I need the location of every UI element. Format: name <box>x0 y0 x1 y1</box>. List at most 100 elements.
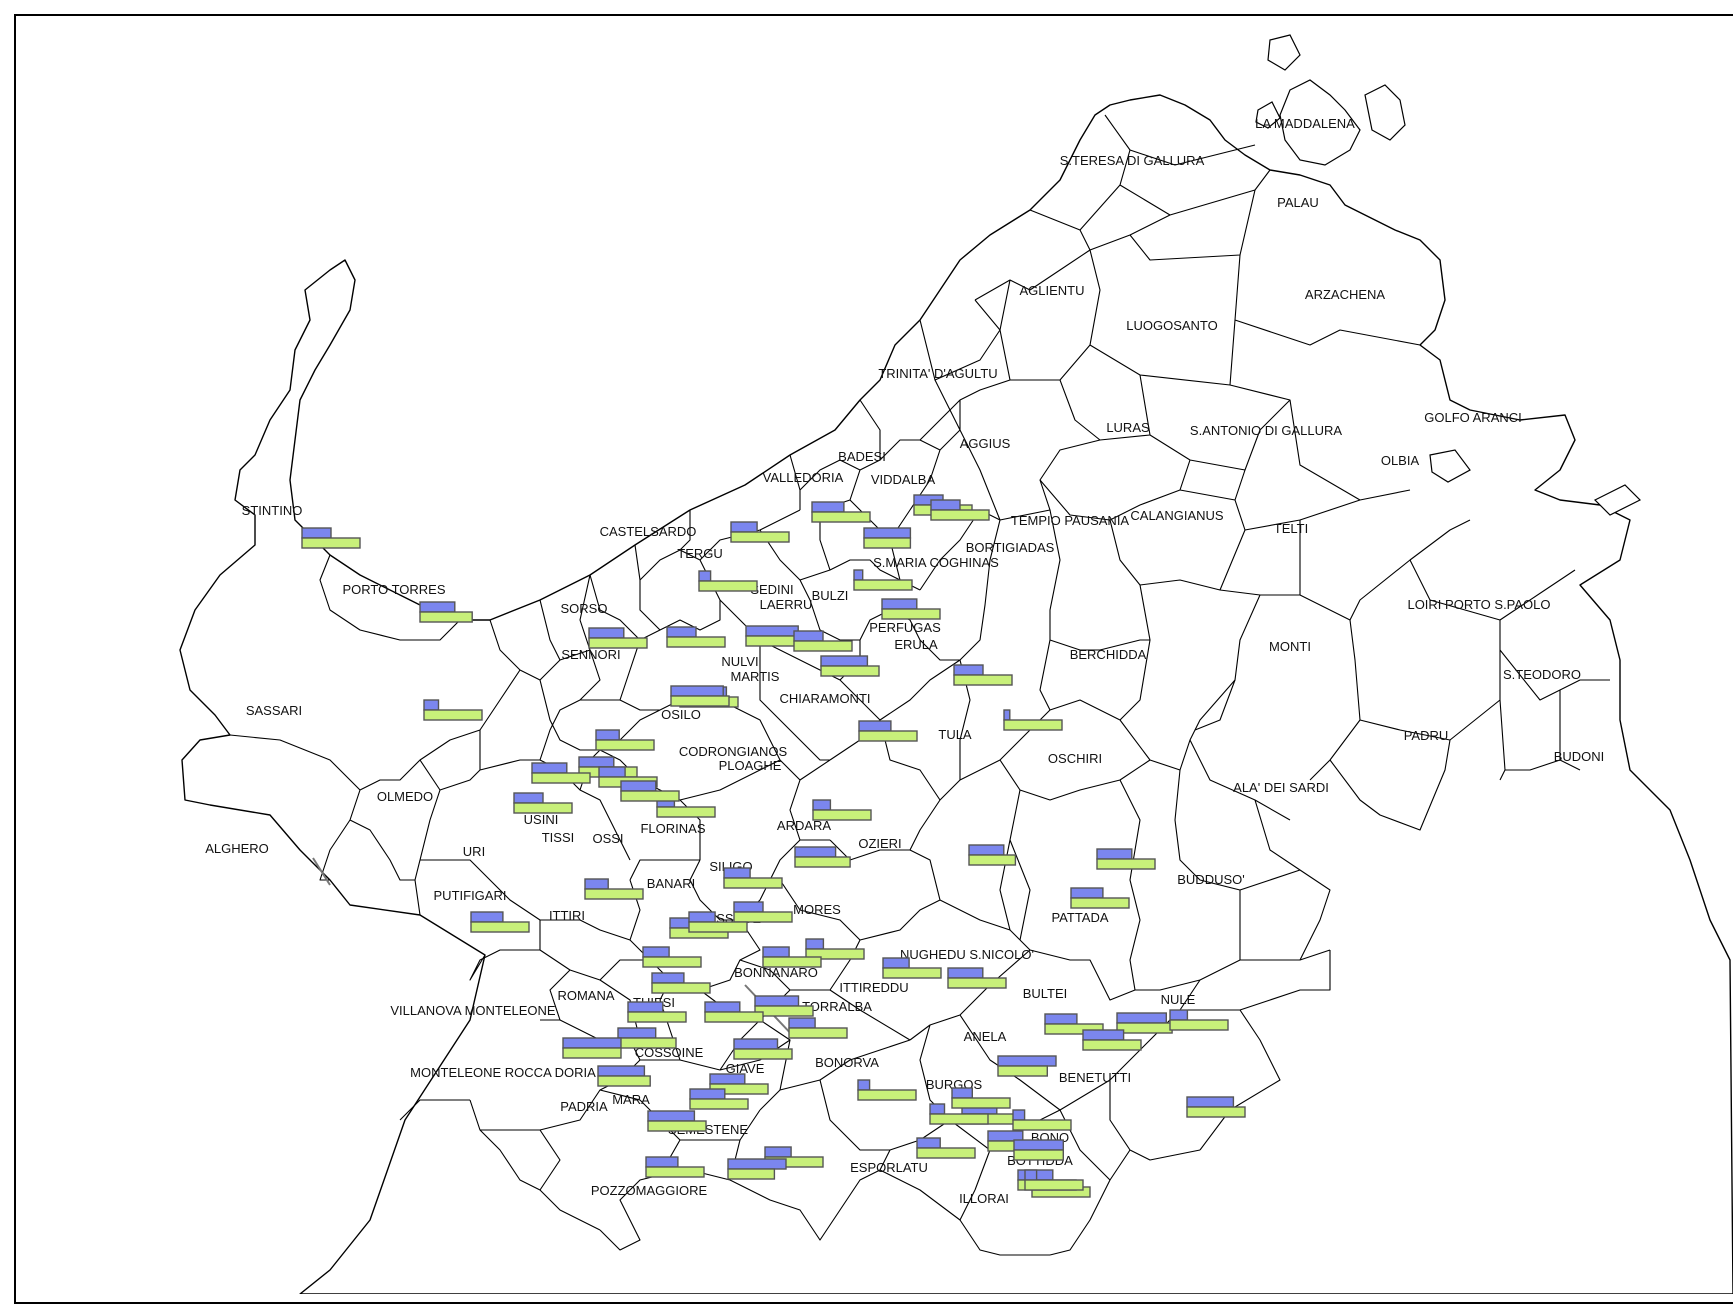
label-viddalba: VIDDALBA <box>871 472 936 487</box>
bar-symbol <box>627 1001 687 1023</box>
bar-symbol <box>882 957 942 979</box>
bar-symbol <box>704 1001 764 1023</box>
label-nule: NULE <box>1161 992 1196 1007</box>
label-sorso: SORSO <box>561 601 608 616</box>
bar-symbol <box>419 601 473 623</box>
bar-symbol <box>754 995 814 1017</box>
label-la-maddalena: LA MADDALENA <box>1255 116 1355 131</box>
island-caprera <box>1364 84 1406 141</box>
label-tissi: TISSI <box>542 830 575 845</box>
bar-series-a <box>688 911 716 923</box>
bar-series-a <box>704 1001 741 1013</box>
bar-symbol <box>620 780 680 802</box>
bar-symbol <box>1070 887 1130 909</box>
bar-series-a <box>1044 1013 1078 1025</box>
bar-symbol <box>730 521 790 543</box>
bar-series-a <box>1096 848 1133 860</box>
bar-series-a <box>811 501 845 513</box>
label-bultei: BULTEI <box>1023 986 1068 1001</box>
bar-series-b <box>916 1147 976 1159</box>
bar-symbol <box>642 946 702 968</box>
bar-series-b <box>645 1166 705 1178</box>
label-martis: MARTIS <box>731 669 780 684</box>
bar-series-a <box>647 1110 696 1122</box>
bar-series-a <box>788 1017 816 1029</box>
bar-series-b <box>597 1075 651 1087</box>
label-nulvi: NULVI <box>721 654 758 669</box>
bar-series-a <box>857 1079 871 1091</box>
bar-series-a <box>858 720 892 732</box>
label-villanova-monteleone: VILLANOVA MONTELEONE <box>390 1003 556 1018</box>
bar-series-b <box>1186 1106 1246 1118</box>
bar-series-b <box>595 739 655 751</box>
bar-series-a <box>595 729 620 741</box>
bar-symbol <box>812 799 872 821</box>
bar-series-b <box>788 1027 848 1039</box>
label-ittiri: ITTIRI <box>549 908 585 923</box>
bar-symbol <box>1003 709 1063 731</box>
label-olbia: OLBIA <box>1381 453 1420 468</box>
bar-symbol <box>1012 1109 1072 1131</box>
bar-series-a <box>588 627 625 639</box>
bar-series-b <box>688 921 748 933</box>
bar-symbol <box>1116 1012 1173 1034</box>
bar-series-a <box>882 957 910 969</box>
bar-series-b <box>1012 1119 1072 1131</box>
label-ossi: OSSI <box>592 831 623 846</box>
label-s-antonio-di-gallura: S.ANTONIO DI GALLURA <box>1190 423 1343 438</box>
bar-series-b <box>1082 1039 1142 1051</box>
bar-symbol <box>301 527 361 549</box>
bar-series-b <box>584 888 644 900</box>
bar-series-b <box>1003 719 1063 731</box>
label-chiaramonti: CHIARAMONTI <box>780 691 871 706</box>
bar-symbol <box>689 1088 749 1110</box>
label-s-teodoro: S.TEODORO <box>1503 667 1581 682</box>
bar-series-a <box>627 1001 664 1013</box>
bar-series-b <box>997 1065 1048 1077</box>
bar-series-b <box>1169 1019 1229 1031</box>
bar-series-a <box>853 569 864 581</box>
bar-series-b <box>656 806 716 818</box>
bar-symbols <box>301 494 1246 1198</box>
bar-symbol <box>947 967 1007 989</box>
bar-series-a <box>513 792 544 804</box>
label-tergu: TERGU <box>677 546 723 561</box>
bar-series-a <box>793 630 824 642</box>
bar-series-a <box>470 911 504 923</box>
bar-series-b <box>588 637 648 649</box>
bar-series-a <box>820 655 869 667</box>
bar-series-a <box>698 570 712 582</box>
bar-series-a <box>1082 1029 1125 1041</box>
bar-series-b <box>863 537 912 549</box>
bar-symbol <box>470 911 530 933</box>
bar-series-a <box>794 846 837 858</box>
bar-symbol <box>733 901 793 923</box>
label-tula: TULA <box>938 727 972 742</box>
label-illorai: ILLORAI <box>959 1191 1009 1206</box>
bar-series-b <box>642 956 702 968</box>
label-calangianus: CALANGIANUS <box>1130 508 1224 523</box>
bar-series-a <box>762 946 790 958</box>
bar-series-b <box>301 537 361 549</box>
label-mores: MORES <box>793 902 841 917</box>
bar-series-a <box>419 601 456 613</box>
bar-series-b <box>811 511 871 523</box>
bar-symbol <box>811 501 871 523</box>
label-stintino: STINTINO <box>242 503 303 518</box>
bar-symbol <box>688 911 748 933</box>
bar-series-a <box>727 1158 787 1170</box>
bar-symbol <box>562 1037 622 1059</box>
label-bortigiadas: BORTIGIADAS <box>966 540 1055 555</box>
bar-series-b <box>1096 858 1156 870</box>
bar-series-b <box>733 911 793 923</box>
label-ozieri: OZIERI <box>858 836 901 851</box>
bar-symbol <box>930 499 990 521</box>
label-monti: MONTI <box>1269 639 1311 654</box>
label-pattada: PATTADA <box>1051 910 1108 925</box>
bar-series-b <box>947 977 1007 989</box>
bar-series-a <box>733 1038 779 1050</box>
island-maddalena <box>1279 79 1361 166</box>
bar-series-a <box>916 1137 941 1149</box>
bar-series-b <box>929 1113 989 1125</box>
